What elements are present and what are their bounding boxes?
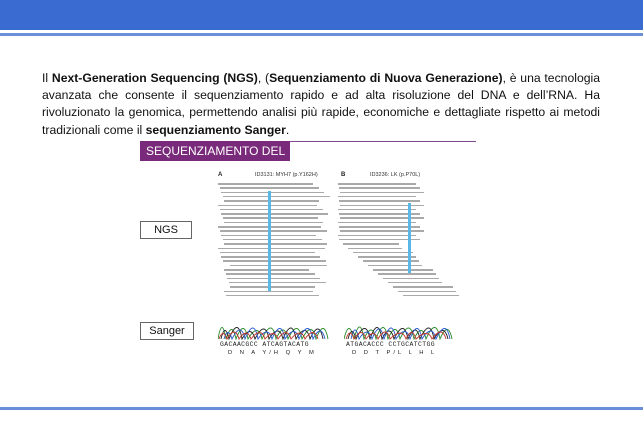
ngs-read <box>222 260 326 262</box>
ngs-read <box>224 221 323 224</box>
ngs-read <box>221 213 328 215</box>
figure-title-banner: SEQUENZIAMENTO DEL DNA <box>140 141 290 178</box>
ngs-read <box>339 200 420 202</box>
ngs-read <box>339 213 420 215</box>
panel-a-title: ID3131: MYH7 (p.Y162H) <box>255 172 318 178</box>
ngs-read <box>224 243 327 245</box>
header-divider <box>0 33 643 36</box>
panel-a-letter: A <box>218 172 223 178</box>
ngs-read <box>338 195 416 198</box>
ngs-read <box>219 187 319 189</box>
ngs-read <box>224 200 319 202</box>
sanger-label: Sanger <box>140 322 194 340</box>
ngs-read <box>221 191 324 194</box>
ngs-read <box>218 183 313 185</box>
ngs-read <box>388 281 442 284</box>
figure-title-line <box>290 141 476 142</box>
sanger-a-bases: GACAACGCC ATCAGTACATG <box>220 341 309 348</box>
ngs-read <box>339 238 420 241</box>
sanger-a-aminoacids: D N A Y/H Q Y M <box>228 350 317 356</box>
ngs-read <box>224 269 309 271</box>
header-bar <box>0 0 643 30</box>
ngs-label: NGS <box>140 221 192 239</box>
ngs-read <box>218 204 317 207</box>
ngs-read <box>227 277 320 280</box>
variant-highlight <box>408 203 411 273</box>
sanger-chromatogram-a <box>218 327 329 340</box>
ngs-read <box>222 238 322 241</box>
ngs-read <box>363 260 419 262</box>
ngs-read <box>368 264 422 267</box>
ngs-read <box>219 230 327 232</box>
ngs-read <box>348 247 402 250</box>
ngs-read <box>340 230 424 232</box>
footer-divider <box>0 407 643 410</box>
ngs-read <box>378 273 436 275</box>
ngs-read <box>340 217 424 219</box>
ngs-read <box>218 247 325 250</box>
ngs-read <box>339 226 420 228</box>
sanger-b-bases: ATGACACCC CCTGCATCTGG <box>346 341 435 348</box>
ngs-read <box>219 251 315 254</box>
ngs-read <box>338 208 416 211</box>
ngs-alignment-a <box>218 183 336 303</box>
variant-highlight <box>268 191 271 291</box>
ngs-read <box>343 243 399 245</box>
ngs-read <box>373 269 433 271</box>
ngs-read <box>219 208 323 211</box>
ngs-read <box>230 264 327 267</box>
ngs-read <box>224 290 313 293</box>
ngs-read <box>340 204 424 207</box>
panel-b-title: ID3236: LK (p.P70L) <box>370 172 421 178</box>
intro-paragraph: Il Next-Generation Sequencing (NGS), (Se… <box>42 71 600 137</box>
ngs-read <box>338 183 416 185</box>
ngs-term: Next-Generation Sequencing (NGS) <box>51 71 258 85</box>
ngs-read <box>340 191 424 194</box>
ngs-read <box>338 221 416 224</box>
italian-term: Sequenziamento di Nuova Generazione) <box>269 71 503 85</box>
ngs-read <box>383 277 439 280</box>
ngs-read <box>403 294 459 297</box>
ngs-read <box>338 234 416 237</box>
sanger-chromatogram-b <box>344 326 453 340</box>
ngs-read <box>222 195 330 198</box>
ngs-read <box>393 286 453 288</box>
ngs-read <box>398 290 456 293</box>
ngs-read <box>358 256 416 258</box>
ngs-read <box>339 187 420 189</box>
sanger-term: sequenziamento Sanger <box>145 122 286 137</box>
ngs-alignment-b <box>338 183 468 303</box>
ngs-read <box>228 281 326 284</box>
sanger-b-aminoacids: D D T P/L L H L <box>352 350 438 356</box>
ngs-read <box>225 294 319 297</box>
panel-b-letter: B <box>341 172 346 178</box>
ngs-read <box>230 286 315 288</box>
ngs-read <box>353 251 413 254</box>
